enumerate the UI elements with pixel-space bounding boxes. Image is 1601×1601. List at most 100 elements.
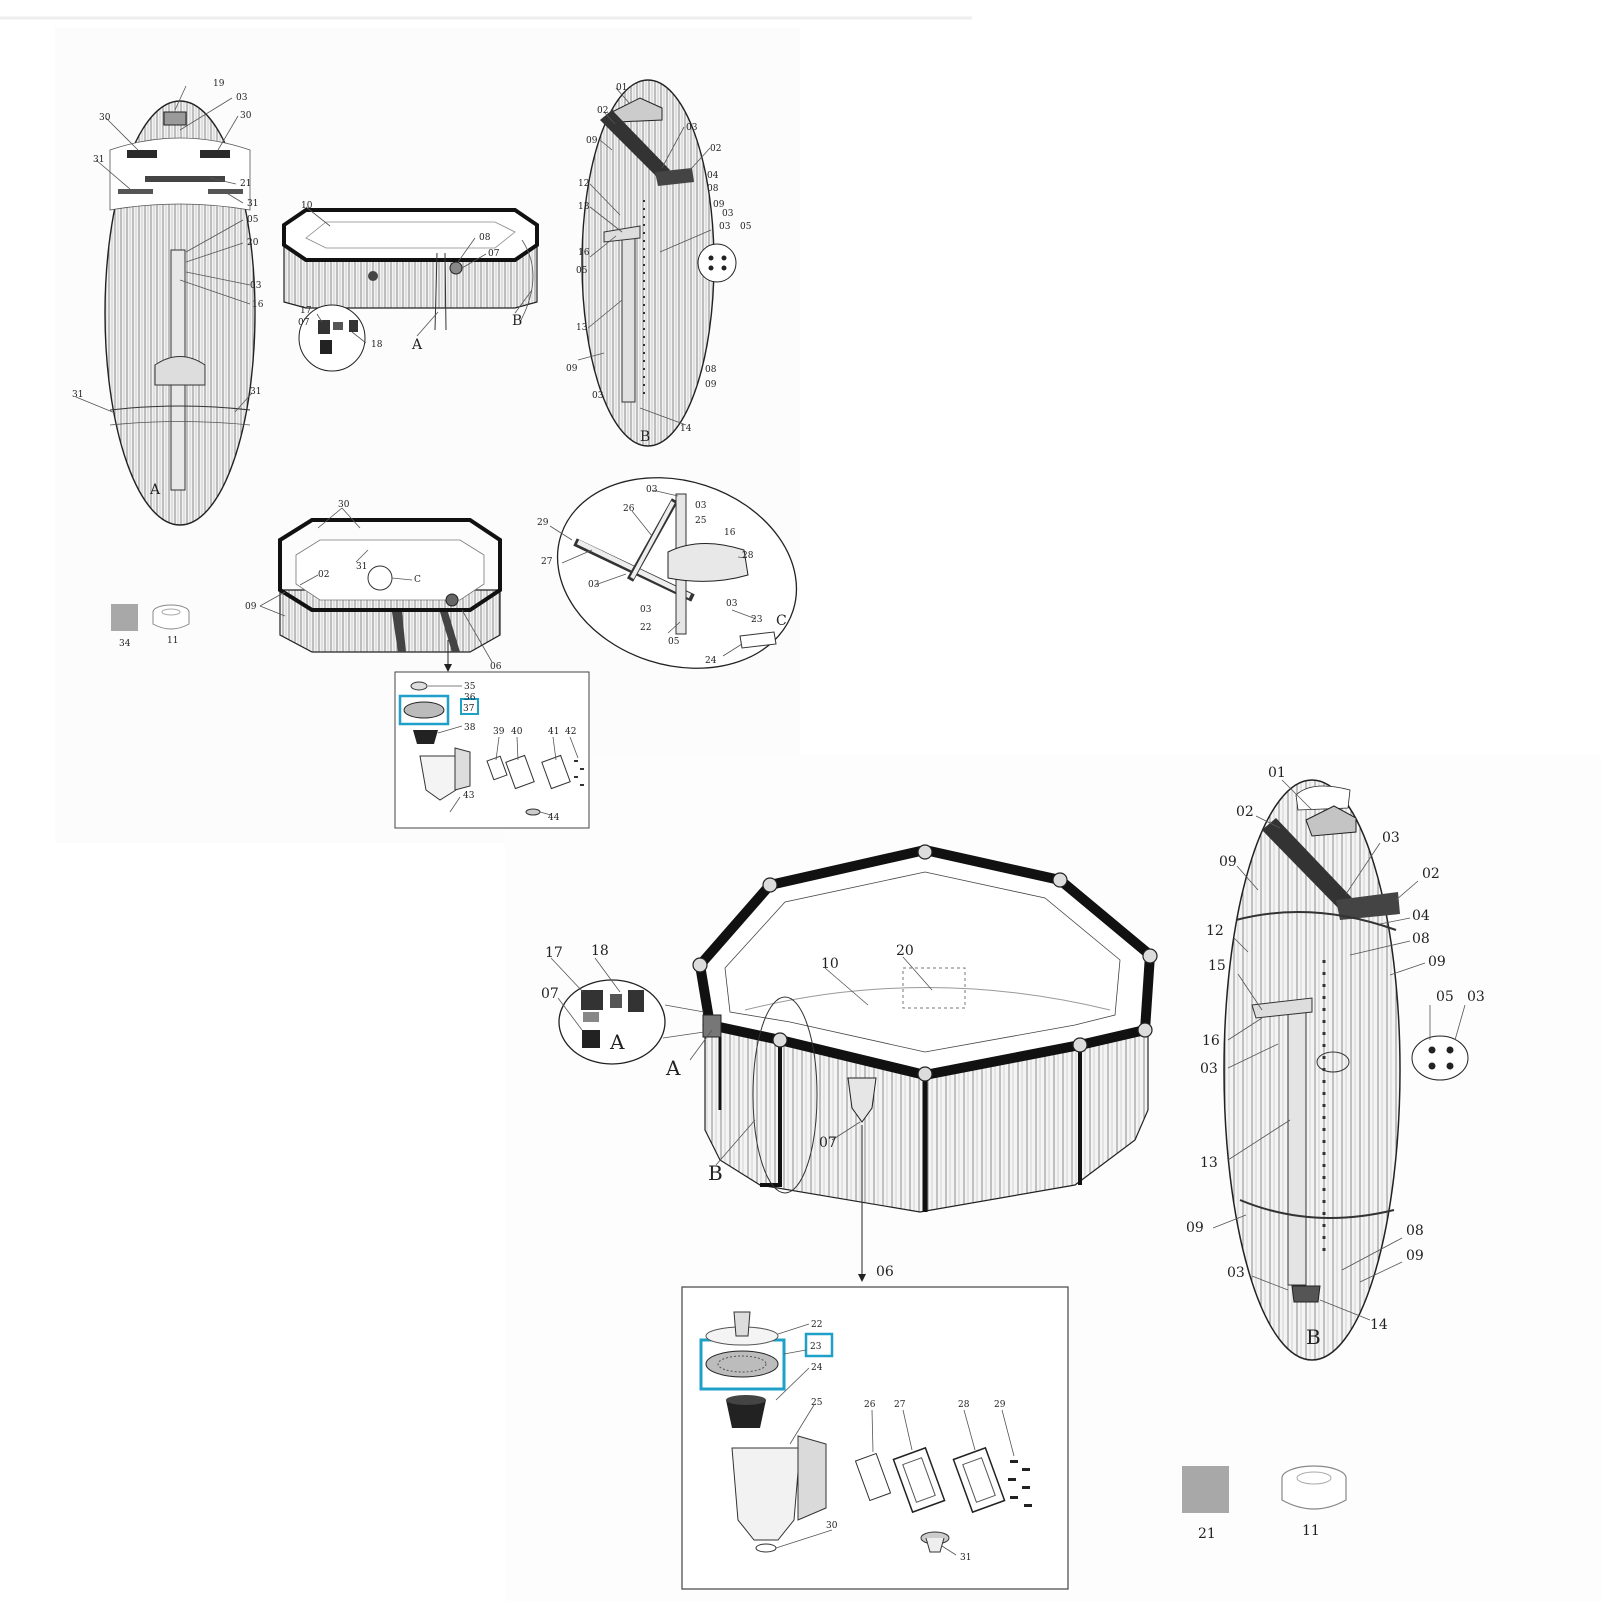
label: 25 bbox=[695, 516, 707, 526]
label: 15 bbox=[1208, 958, 1226, 974]
label: 10 bbox=[301, 201, 313, 211]
round-detail-b bbox=[1223, 779, 1469, 1361]
label: 25 bbox=[811, 1398, 823, 1408]
oval-skimmer-leaders bbox=[428, 685, 579, 816]
highlight-label-box bbox=[460, 698, 479, 715]
label: 42 bbox=[565, 727, 576, 737]
label: 11 bbox=[1302, 1523, 1320, 1539]
label: 08 bbox=[705, 365, 717, 375]
round-detail-b-ellipse bbox=[1223, 779, 1401, 1361]
oval-detail-c-labels: 03 26 03 25 29 16 27 28 03 03 03 22 05 2… bbox=[537, 485, 787, 666]
label: 08 bbox=[707, 184, 719, 194]
label: 03 bbox=[1382, 830, 1400, 846]
label: 26 bbox=[864, 1400, 876, 1410]
oval-extras: 34 11 bbox=[111, 604, 190, 649]
label: 02 bbox=[597, 106, 608, 116]
label: 02 bbox=[1422, 866, 1440, 882]
label: 10 bbox=[821, 956, 839, 972]
round-skimmer-box bbox=[681, 1286, 1069, 1590]
label: 27 bbox=[541, 557, 553, 567]
label: 03 bbox=[640, 605, 652, 615]
label: 06 bbox=[876, 1264, 894, 1280]
label: 19 bbox=[213, 79, 225, 89]
label: 17 bbox=[300, 306, 312, 316]
label: 13 bbox=[576, 323, 588, 333]
label: 41 bbox=[548, 727, 559, 737]
label: 12 bbox=[578, 179, 589, 189]
top-view-detail-circle bbox=[298, 304, 366, 372]
oval-skimmer-labels: 35 36 37 38 39 40 41 42 43 44 bbox=[463, 682, 576, 823]
label: C bbox=[414, 575, 421, 585]
label: 03 bbox=[592, 391, 604, 401]
highlight-label-box bbox=[804, 1332, 834, 1358]
label: 20 bbox=[896, 943, 914, 959]
label: 09 bbox=[1406, 1248, 1424, 1264]
label: 02 bbox=[318, 570, 329, 580]
highlight-box bbox=[398, 694, 450, 726]
label: 31 bbox=[93, 155, 104, 165]
round-skimmer-leaders bbox=[775, 1323, 1015, 1556]
label: 08 bbox=[1412, 931, 1430, 947]
label: 04 bbox=[1412, 908, 1430, 924]
label: 09 bbox=[1219, 854, 1237, 870]
label: 22 bbox=[640, 623, 651, 633]
label: 38 bbox=[464, 723, 476, 733]
liner-marker-box bbox=[902, 967, 966, 1009]
label: 31 bbox=[356, 562, 367, 572]
label: 07 bbox=[298, 318, 310, 328]
detail-letter: A bbox=[149, 482, 161, 498]
label: 34 bbox=[119, 639, 131, 649]
round-pool-main bbox=[692, 844, 1158, 1213]
label: 31 bbox=[960, 1553, 971, 1563]
oval-inner-view-leaders bbox=[259, 507, 493, 663]
label: 29 bbox=[537, 518, 549, 528]
oval-inner-view-labels: 30 31 02 C 09 06 bbox=[245, 500, 502, 672]
label: 03 bbox=[236, 93, 248, 103]
label: 16 bbox=[1202, 1033, 1220, 1049]
detail-letter: C bbox=[776, 613, 787, 629]
tape-roll-icon bbox=[152, 604, 190, 630]
label: 09 bbox=[566, 364, 578, 374]
detail-letter: A bbox=[665, 1056, 681, 1080]
label: 03 bbox=[726, 599, 738, 609]
oval-detail-b-leaders bbox=[577, 87, 712, 426]
label: 28 bbox=[958, 1400, 970, 1410]
label: 23 bbox=[751, 615, 763, 625]
label: 20 bbox=[247, 238, 259, 248]
oval-detail-b bbox=[581, 79, 737, 447]
tape-roll-icon bbox=[1281, 1465, 1347, 1510]
round-pool-labels: 17 18 07 A 10 20 A B 07 06 bbox=[541, 943, 914, 1280]
label: 03 bbox=[686, 123, 698, 133]
label: 22 bbox=[811, 1320, 822, 1330]
label: 39 bbox=[493, 727, 505, 737]
oval-skimmer-box bbox=[394, 640, 590, 829]
grey-swatch bbox=[111, 604, 138, 631]
label: 03 bbox=[646, 485, 658, 495]
label: 03 bbox=[719, 222, 731, 232]
label: 09 bbox=[586, 136, 598, 146]
label: 44 bbox=[548, 813, 560, 823]
label: 03 bbox=[1227, 1265, 1245, 1281]
label: 21 bbox=[240, 179, 251, 189]
detail-a-cap bbox=[163, 111, 187, 126]
label: 08 bbox=[479, 233, 491, 243]
label: 09 bbox=[1428, 954, 1446, 970]
label: 14 bbox=[1370, 1317, 1388, 1333]
round-detail-b-labels: 01 02 03 09 02 04 08 12 09 15 05 03 16 0… bbox=[1186, 765, 1485, 1349]
grey-swatch bbox=[1182, 1466, 1229, 1513]
label: 30 bbox=[240, 111, 252, 121]
label: 16 bbox=[724, 528, 736, 538]
label: 18 bbox=[371, 340, 383, 350]
label: 04 bbox=[707, 171, 719, 181]
oval-detail-a bbox=[104, 100, 256, 526]
label: 36 bbox=[464, 693, 476, 703]
label: 08 bbox=[1406, 1223, 1424, 1239]
label: 03 bbox=[695, 501, 707, 511]
label: 07 bbox=[541, 986, 559, 1002]
label: 21 bbox=[1198, 1526, 1216, 1542]
detail-letter: B bbox=[512, 313, 522, 329]
label: 13 bbox=[578, 202, 590, 212]
label: 09 bbox=[713, 200, 725, 210]
label: 30 bbox=[826, 1521, 838, 1531]
label: 05 bbox=[740, 222, 752, 232]
